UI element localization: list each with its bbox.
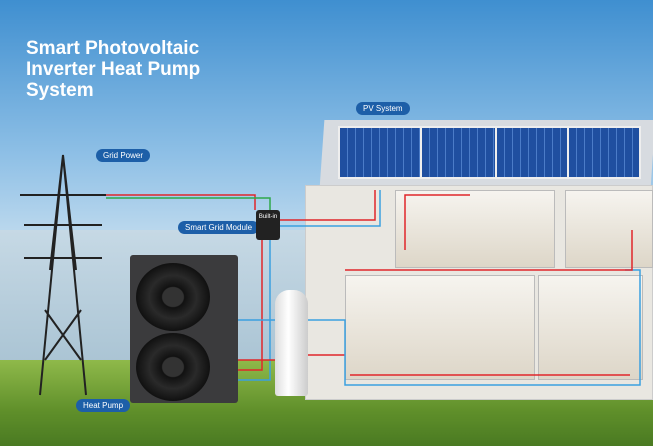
page-title: Smart Photovoltaic Inverter Heat Pump Sy…	[26, 38, 201, 101]
solar-panel	[567, 126, 641, 179]
heat-pump-label: Heat Pump	[76, 399, 131, 412]
solar-panel	[495, 126, 570, 179]
fan-icon	[136, 333, 210, 401]
smart-grid-module: Built-in	[256, 210, 280, 240]
fan-icon	[136, 263, 210, 331]
grid-power-label: Grid Power	[96, 149, 151, 162]
bathroom	[538, 275, 643, 380]
bedroom	[395, 190, 555, 268]
living-room	[345, 275, 535, 380]
power-tower	[20, 154, 106, 396]
solar-panel	[420, 126, 500, 179]
builtin-label: Built-in	[258, 214, 278, 220]
kitchen	[565, 190, 653, 268]
water-tank	[275, 290, 308, 396]
pv-system-label: PV System	[356, 102, 410, 115]
heat-pump-unit	[130, 255, 238, 403]
smart-grid-module-label: Smart Grid Module	[178, 221, 260, 234]
